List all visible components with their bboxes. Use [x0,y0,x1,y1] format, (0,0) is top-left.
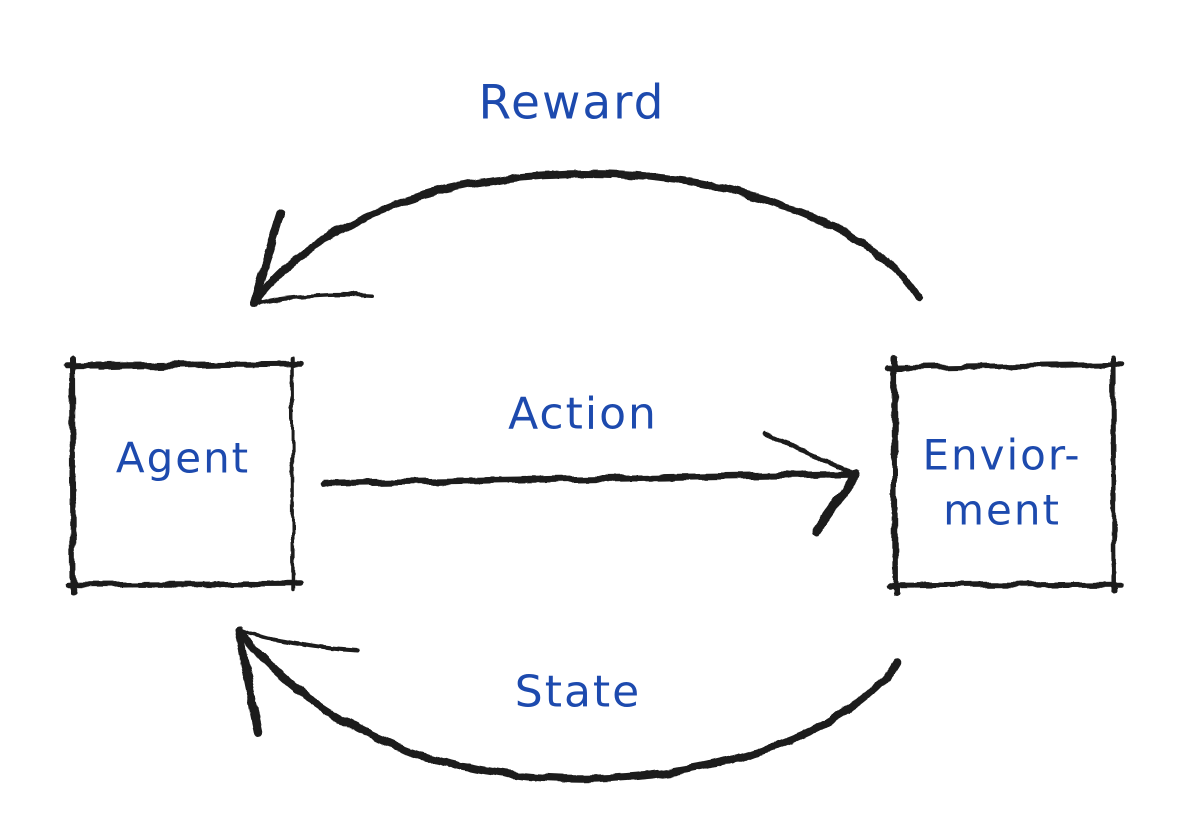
action-edge-label: Action [508,388,658,440]
state-edge-label: State [514,666,642,718]
agent-node-label: Agent [115,433,251,483]
environment-node-label-line2: ment [943,486,1061,535]
state-arrow [234,626,901,783]
environment-node-label-line1: Envior- [922,430,1082,480]
environment-box [884,354,1124,596]
reward-edge-label: Reward [478,75,666,131]
action-arrow [320,430,861,536]
environment-node-label: Envior- ment [922,428,1081,539]
agent-box [63,356,303,596]
reward-arrow [249,169,922,308]
